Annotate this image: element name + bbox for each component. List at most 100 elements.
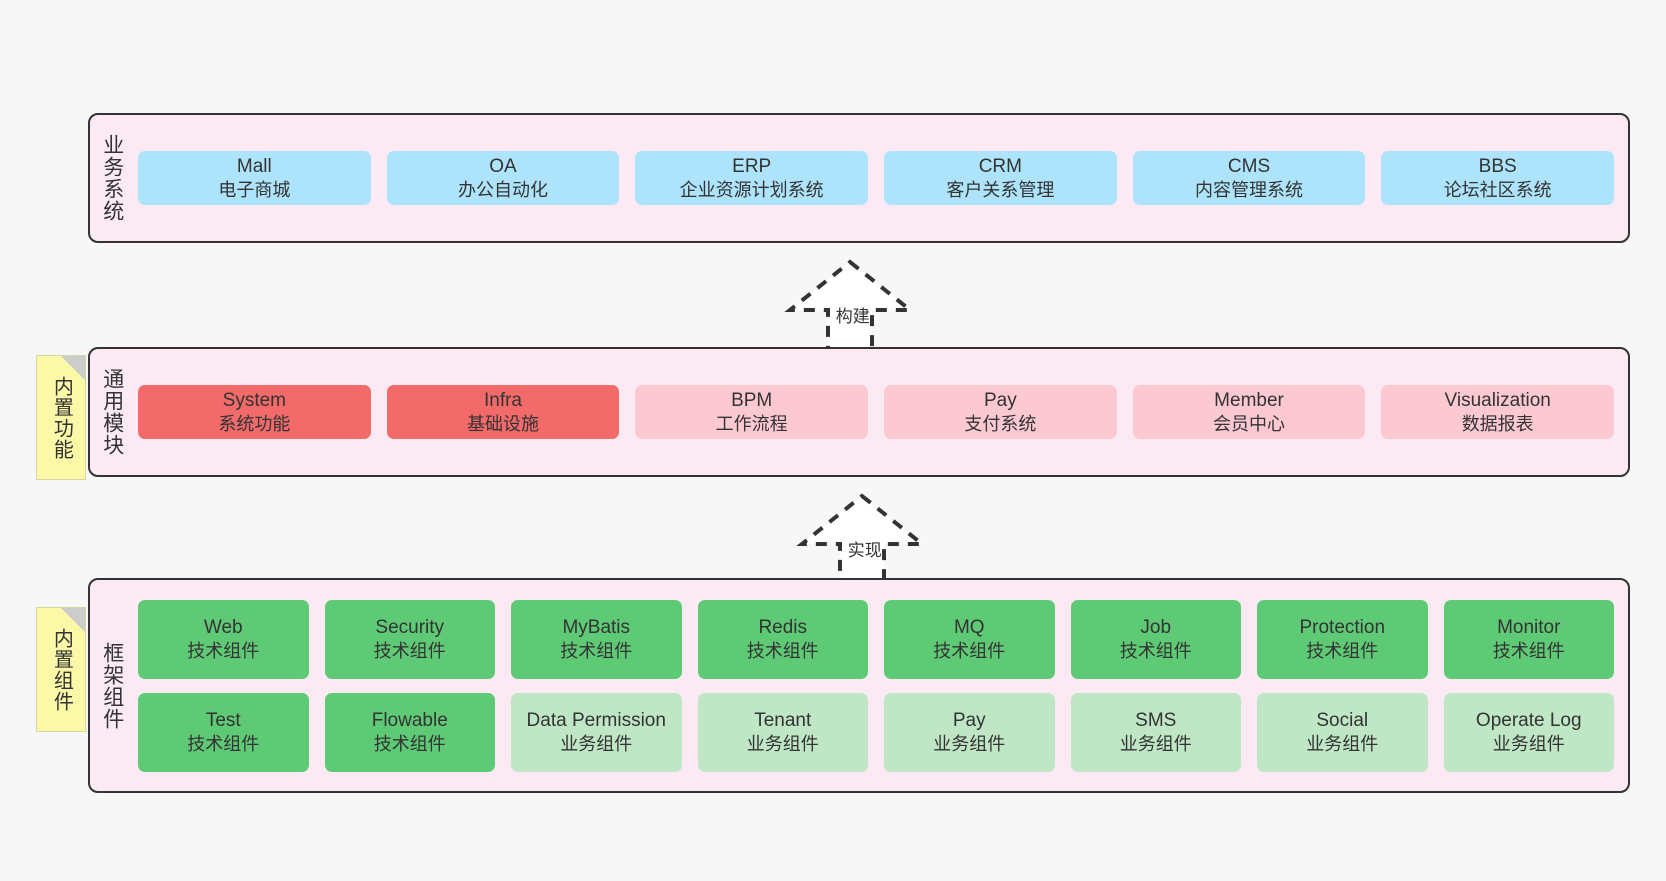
connector-implement-label: 实现 (847, 541, 882, 560)
card-security[interactable]: Security 技术组件 (324, 599, 495, 679)
connector-build-label: 构建 (835, 307, 870, 326)
card-title: Mall (236, 156, 272, 178)
card-subtitle: 内容管理系统 (1195, 179, 1304, 200)
card-title: CMS (1227, 156, 1271, 178)
card-subtitle: 业务组件 (1119, 733, 1192, 754)
layer-common-modules-body: System 系统功能 Infra 基础设施 BPM 工作流程 Pay 支付系统… (134, 349, 1628, 475)
card-title: MyBatis (562, 617, 631, 639)
card-subtitle: 技术组件 (560, 640, 633, 661)
card-title: Tenant (754, 710, 812, 732)
note-label: 内置功能 (50, 375, 73, 460)
card-flowable[interactable]: Flowable 技术组件 (324, 692, 495, 772)
card-mq[interactable]: MQ 技术组件 (884, 599, 1055, 679)
card-title: OA (489, 156, 517, 178)
card-subtitle: 技术组件 (187, 733, 260, 754)
card-tenant[interactable]: Tenant 业务组件 (697, 692, 868, 772)
card-title: Visualization (1444, 390, 1551, 412)
card-subtitle: 工作流程 (715, 413, 788, 434)
card-title: BBS (1478, 156, 1517, 178)
card-member[interactable]: Member 会员中心 (1132, 385, 1366, 439)
card-subtitle: 数据报表 (1461, 413, 1534, 434)
card-subtitle: 办公自动化 (458, 179, 548, 200)
card-row: Mall 电子商城 OA 办公自动化 ERP 企业资源计划系统 CRM 客户关系… (138, 151, 1615, 205)
card-data-permission[interactable]: Data Permission 业务组件 (511, 692, 682, 772)
card-title: Redis (758, 617, 808, 639)
card-mybatis[interactable]: MyBatis 技术组件 (511, 599, 682, 679)
card-sms[interactable]: SMS 业务组件 (1070, 692, 1241, 772)
card-subtitle: 技术组件 (373, 733, 446, 754)
note-label: 内置组件 (50, 627, 73, 712)
card-subtitle: 技术组件 (187, 640, 260, 661)
card-subtitle: 客户关系管理 (946, 179, 1055, 200)
layer-framework-components-title: 框架组件 (100, 641, 124, 730)
card-subtitle: 业务组件 (1492, 733, 1565, 754)
note-builtin-components[interactable]: 内置组件 (36, 607, 86, 732)
card-oa[interactable]: OA 办公自动化 (386, 151, 620, 205)
card-mall[interactable]: Mall 电子商城 (138, 151, 371, 205)
card-title: Monitor (1497, 617, 1561, 639)
card-subtitle: 业务组件 (1306, 733, 1379, 754)
card-subtitle: 技术组件 (1306, 640, 1379, 661)
card-bpm[interactable]: BPM 工作流程 (635, 385, 869, 439)
layer-business-systems-body: Mall 电子商城 OA 办公自动化 ERP 企业资源计划系统 CRM 客户关系… (134, 115, 1628, 241)
card-cms[interactable]: CMS 内容管理系统 (1132, 151, 1366, 205)
note-builtin-features[interactable]: 内置功能 (36, 355, 86, 480)
card-title: Member (1214, 390, 1284, 412)
card-subtitle: 基础设施 (467, 413, 539, 434)
card-visualization[interactable]: Visualization 数据报表 (1381, 385, 1615, 439)
connector-implement: 实现 (772, 492, 952, 592)
card-title: Operate Log (1475, 710, 1582, 732)
card-title: Job (1140, 617, 1172, 639)
layer-business-systems-title: 业务系统 (100, 134, 124, 222)
card-title: Web (203, 617, 243, 639)
card-pay-module[interactable]: Pay 支付系统 (884, 385, 1117, 439)
card-title: Security (375, 617, 445, 639)
card-protection[interactable]: Protection 技术组件 (1257, 599, 1428, 679)
card-row-business: Test 技术组件 Flowable 技术组件 Data Permission … (138, 692, 1614, 772)
card-title: System (222, 390, 287, 412)
card-title: SMS (1135, 710, 1177, 732)
card-test[interactable]: Test 技术组件 (138, 692, 309, 772)
card-subtitle: 会员中心 (1213, 413, 1286, 434)
card-infra[interactable]: Infra 基础设施 (386, 385, 620, 439)
card-title: Flowable (371, 710, 448, 732)
card-subtitle: 业务组件 (746, 733, 819, 754)
card-title: ERP (732, 156, 772, 178)
card-social[interactable]: Social 业务组件 (1257, 692, 1428, 772)
card-subtitle: 企业资源计划系统 (679, 179, 824, 200)
card-subtitle: 系统功能 (218, 413, 291, 434)
layer-business-systems[interactable]: 业务系统 Mall 电子商城 OA 办公自动化 ERP 企业资源计划系统 CRM… (88, 113, 1630, 243)
card-title: Pay (952, 710, 986, 732)
layer-framework-components[interactable]: 框架组件 Web 技术组件 Security 技术组件 MyBatis 技术组件… (88, 578, 1630, 793)
card-subtitle: 电子商城 (218, 179, 291, 200)
card-title: BPM (731, 390, 773, 412)
note-fold-icon (61, 608, 85, 632)
card-title: MQ (953, 617, 985, 639)
card-title: Pay (983, 390, 1017, 412)
card-monitor[interactable]: Monitor 技术组件 (1443, 599, 1614, 679)
layer-framework-components-body: Web 技术组件 Security 技术组件 MyBatis 技术组件 Redi… (134, 580, 1628, 791)
card-title: CRM (978, 156, 1022, 178)
card-operate-log[interactable]: Operate Log 业务组件 (1443, 692, 1614, 772)
card-subtitle: 支付系统 (964, 413, 1037, 434)
card-title: Protection (1299, 617, 1386, 639)
card-title: Infra (483, 390, 523, 412)
card-crm[interactable]: CRM 客户关系管理 (884, 151, 1117, 205)
note-fold-icon (61, 356, 85, 380)
card-subtitle: 论坛社区系统 (1443, 179, 1552, 200)
card-web[interactable]: Web 技术组件 (138, 599, 309, 679)
card-redis[interactable]: Redis 技术组件 (697, 599, 868, 679)
card-subtitle: 技术组件 (373, 640, 446, 661)
card-subtitle: 技术组件 (1119, 640, 1192, 661)
card-subtitle: 技术组件 (746, 640, 819, 661)
layer-common-modules-title: 通用模块 (100, 368, 124, 456)
card-system[interactable]: System 系统功能 (138, 385, 371, 439)
card-row-tech: Web 技术组件 Security 技术组件 MyBatis 技术组件 Redi… (138, 599, 1614, 679)
card-job[interactable]: Job 技术组件 (1070, 599, 1241, 679)
card-erp[interactable]: ERP 企业资源计划系统 (635, 151, 869, 205)
layer-common-modules[interactable]: 通用模块 System 系统功能 Infra 基础设施 BPM 工作流程 Pay… (88, 347, 1630, 477)
card-bbs[interactable]: BBS 论坛社区系统 (1381, 151, 1615, 205)
card-row: System 系统功能 Infra 基础设施 BPM 工作流程 Pay 支付系统… (138, 385, 1615, 439)
card-pay-component[interactable]: Pay 业务组件 (884, 692, 1055, 772)
